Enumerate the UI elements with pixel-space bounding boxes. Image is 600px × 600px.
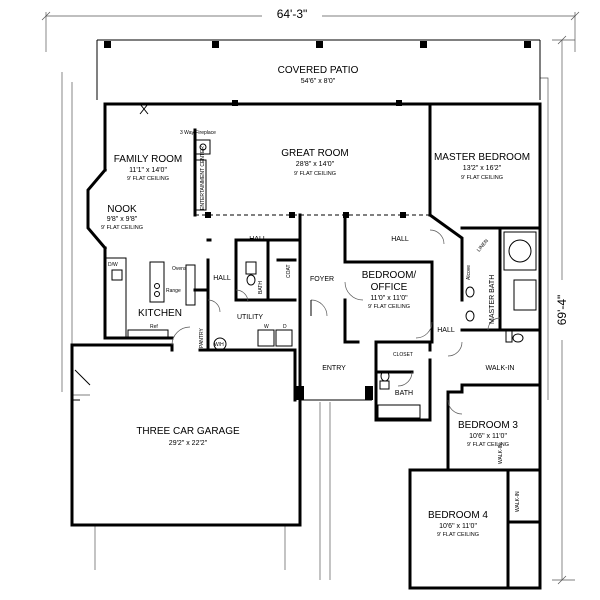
foyer-label: FOYER: [310, 276, 334, 283]
water-heater-label: W/H: [214, 342, 224, 348]
alcove-label: Alcove: [466, 265, 472, 280]
family-room-ceiling: 9' FLAT CEILING: [127, 176, 169, 182]
dryer-icon: [275, 329, 293, 347]
shower-icon: [513, 279, 537, 311]
nook-name: NOOK: [107, 204, 137, 215]
coat-label: COAT: [286, 264, 292, 278]
great-room-ceiling: 9' FLAT CEILING: [294, 171, 336, 177]
doors: [139, 103, 501, 415]
range-label: Range: [166, 288, 181, 294]
bath-hall-label: BATH: [395, 390, 413, 397]
bedroom3-ceiling: 9' FLAT CEILING: [467, 442, 509, 448]
kitchen-island: [149, 261, 165, 303]
great-room-size: 28'8" x 14'0": [296, 161, 335, 168]
bedroom-office-size: 11'0" x 11'0": [370, 295, 408, 302]
covered-patio: COVERED PATIO 54'6" x 8'0": [96, 39, 541, 100]
patio-column: [212, 41, 219, 48]
bedroom4-size: 10'6" x 11'0": [439, 523, 477, 530]
patio-column: [420, 41, 427, 48]
great-room-name: GREAT ROOM: [281, 148, 348, 159]
bedroom-office-name-2: OFFICE: [371, 282, 408, 293]
range-burner-icon: [154, 283, 160, 289]
fixtures: [105, 139, 537, 419]
family-room-size: 11'1" x 14'0": [129, 167, 167, 174]
pantry-label: PANTRY: [199, 328, 205, 348]
overall-depth-label: 69'-4": [555, 295, 569, 326]
utility-label: UTILITY: [237, 314, 263, 321]
dryer-label: D: [283, 324, 287, 330]
bathtub-icon: [377, 404, 421, 419]
bedroom-office-name-1: BEDROOM/: [362, 270, 417, 281]
sink-icon: [465, 286, 475, 298]
right-dimension: 69'-4": [552, 35, 575, 585]
covered-patio-size: 54'6" x 8'0": [301, 78, 336, 85]
covered-patio-name: COVERED PATIO: [278, 65, 359, 76]
bedroom3-size: 10'6" x 11'0": [469, 433, 507, 440]
walk-in-master-label: WALK-IN: [486, 365, 515, 372]
family-room-name: FAMILY ROOM: [114, 154, 183, 165]
garage-name: THREE CAR GARAGE: [136, 426, 240, 437]
room-labels: FAMILY ROOM 11'1" x 14'0" 9' FLAT CEILIN…: [101, 148, 530, 538]
ref-label: Ref: [150, 324, 158, 330]
patio-column: [104, 41, 111, 48]
master-bath-label: MASTER BATH: [489, 275, 496, 324]
entry: ENTRY: [296, 350, 373, 401]
overall-width-label: 64'-3": [277, 7, 308, 21]
sink-icon: [111, 269, 123, 281]
hall-right-label: HALL: [391, 236, 409, 243]
toilet-icon: [245, 261, 257, 275]
range-burner-icon: [154, 291, 160, 297]
entry-column: [296, 386, 304, 400]
roof-outline: [61, 40, 549, 580]
entertainment-center-label: ENTERTAINMENT CENTER: [200, 146, 206, 210]
linen-label: LINEN: [476, 238, 490, 253]
bedroom3-name: BEDROOM 3: [458, 420, 518, 431]
hall-east-label: HALL: [437, 327, 455, 334]
master-bedroom-name: MASTER BEDROOM: [434, 152, 530, 163]
entry-column: [365, 386, 373, 400]
dw-label: D/W: [108, 262, 118, 268]
master-bedroom-ceiling: 9' FLAT CEILING: [461, 175, 503, 181]
fireplace-icon: [195, 139, 211, 155]
bedroom4-name: BEDROOM 4: [428, 510, 488, 521]
nook-ceiling: 9' FLAT CEILING: [101, 225, 143, 231]
hall-left-label: HALL: [249, 236, 267, 243]
garage-size: 29'2" x 22'2": [169, 440, 208, 447]
walk-in-bed4-label: WALK-IN: [515, 491, 521, 512]
bedroom-office-ceiling: 9' FLAT CEILING: [368, 304, 410, 310]
small-labels: 3 Way Fireplace ENTERTAINMENT CENTER HAL…: [108, 130, 521, 512]
hall-side-label: HALL: [213, 275, 231, 282]
oven-label: Ovens: [172, 266, 187, 272]
closet-label: CLOSET: [393, 352, 413, 358]
washer-label: W: [264, 324, 269, 330]
water-heater-icon: [213, 337, 227, 351]
washer-icon: [257, 329, 275, 347]
sink-icon: [465, 310, 475, 322]
bath-center-label: BATH: [258, 281, 264, 294]
fireplace-label: 3 Way Fireplace: [180, 130, 216, 136]
kitchen-name: KITCHEN: [138, 308, 182, 319]
interior-walls: [193, 100, 542, 590]
bathtub-icon: [503, 231, 537, 271]
bedroom4-ceiling: 9' FLAT CEILING: [437, 532, 479, 538]
garage: THREE CAR GARAGE 29'2" x 22'2": [70, 343, 302, 527]
walk-in-bed3-label: WALK-IN: [498, 443, 504, 464]
toilet-icon: [512, 333, 524, 343]
entry-label: ENTRY: [322, 365, 346, 372]
master-bedroom-size: 13'2" x 16'2": [463, 165, 502, 172]
top-dimension: 64'-3": [41, 7, 580, 52]
patio-column: [524, 41, 531, 48]
patio-column: [316, 41, 323, 48]
nook-size: 9'8" x 9'8": [107, 216, 138, 223]
